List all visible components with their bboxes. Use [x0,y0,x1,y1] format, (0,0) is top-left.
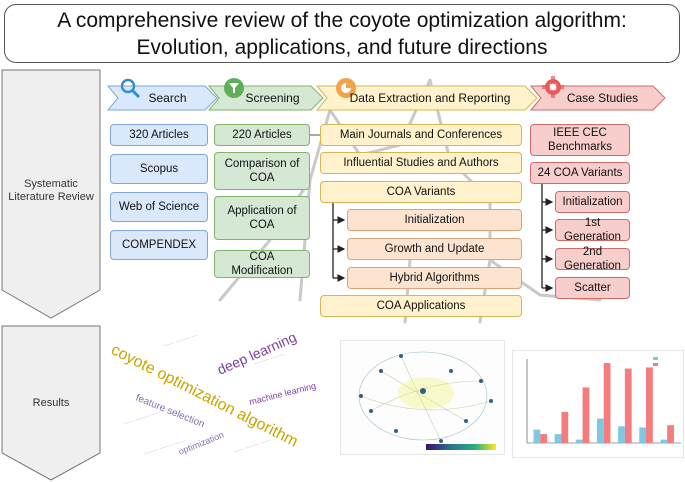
stage-header-search: Search [148,91,187,105]
title-line-2: Evolution, applications, and future dire… [136,35,548,59]
review-label: Systematic Literature Review [8,178,94,203]
pie-chart-icon [336,78,356,98]
stage-header-screening: Screening [245,91,300,105]
influential-studies-box: Influential Studies and Authors [320,152,522,174]
stage-header-case-studies: Case Studies [566,91,639,105]
coa-variants-24-box: 24 COA Variants [530,162,630,184]
bar-series1-2 [554,434,562,443]
scopus-box: Scopus [110,154,208,184]
svg-text:—— ——— ———: —— ——— ——— [164,335,207,349]
bar-series2-1 [540,434,548,443]
bar-series1-5 [618,426,625,443]
web-of-science-box: Web of Science [110,192,208,222]
results-label: Results [32,397,70,409]
bar-series2-6 [646,367,653,443]
bar-series2-2 [561,411,569,443]
bar-chart [512,350,684,458]
gear-icon [542,76,564,98]
stage-header-extraction: Data Extraction and Reporting [349,91,511,105]
legend [653,357,658,366]
application-box: Application of COA [214,196,310,240]
case-first-generation-box: 1st Generation [555,217,630,243]
bar-series2-7 [667,425,674,443]
search-articles-box: 320 Articles [110,124,208,146]
bar-series1-1 [533,429,541,443]
bar-chart-svg [526,357,681,444]
funnel-icon [224,78,244,98]
compendex-box: COMPENDEX [110,230,208,260]
main-journals-box: Main Journals and Conferences [320,124,522,146]
word-cloud: —— ——— ——— —— ——— —— —— ——— —— ——— ——— —… [105,335,330,475]
title-box: A comprehensive review of the coyote opt… [4,4,680,63]
connectors [310,134,554,292]
case-scatter-box: Scatter [555,277,630,299]
bar-series1-4 [596,418,604,443]
ieee-cec-box: IEEE CEC Benchmarks [530,124,630,156]
screening-articles-box: 220 Articles [214,124,310,146]
bar-series1-7 [660,439,668,443]
network-svg [358,351,496,450]
sidebar-chevrons [1,69,101,481]
variant-initialization-box: Initialization [347,209,522,231]
magnifier-icon [119,77,141,99]
title-line-1: A comprehensive review of the coyote opt… [57,8,627,32]
bar-series1-6 [639,427,647,443]
comparison-box: Comparison of COA [214,152,310,190]
svg-text:—— ——— ——: —— ——— —— [234,438,272,455]
word-machine-learning: machine learning [248,381,317,407]
coa-variants-box: COA Variants [320,181,522,203]
word-deep-learning: deep learning [215,335,299,378]
coa-applications-box: COA Applications [320,295,522,317]
variant-hybrid-box: Hybrid Algorithms [347,267,522,289]
case-initialization-box: Initialization [555,191,630,213]
bar-series2-5 [624,368,632,443]
bar-series1-3 [575,439,583,443]
bar-series2-3 [582,387,590,443]
case-second-generation-box: 2nd Generation [555,246,630,272]
network-graph [340,340,505,455]
coyote-watermark [218,78,602,324]
modification-box: COA Modification [214,250,310,278]
bar-series2-4 [603,363,611,443]
variant-growth-box: Growth and Update [347,238,522,260]
